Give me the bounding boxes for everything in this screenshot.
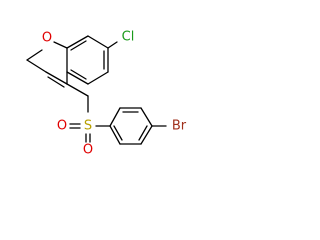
double-bond-inner (70, 40, 87, 51)
bond (26, 59, 47, 73)
pyran-ring (26, 41, 68, 88)
bond-to-chlorine (107, 41, 118, 49)
bromophenyl-ring (109, 107, 153, 145)
ring-oxygen-label: O (42, 31, 52, 46)
bond (87, 71, 109, 85)
bond (26, 49, 43, 61)
double-bond-inner (70, 69, 87, 80)
double-bond-inner (113, 125, 123, 141)
sulfur-label: S (84, 119, 92, 134)
bond (140, 125, 153, 145)
double-bond-inner (47, 76, 65, 88)
bond (45, 71, 68, 85)
bond (140, 107, 153, 127)
bond (66, 71, 89, 85)
sulfonyl-oxygen-bottom-label: O (83, 143, 93, 158)
bromine-label: Br (172, 119, 187, 134)
bond (53, 41, 68, 49)
bond-methylene (66, 83, 89, 97)
sulfonyl-oxygen-left-label: O (57, 119, 67, 134)
benzo-ring (66, 35, 109, 85)
bond (87, 35, 109, 49)
bond (109, 107, 121, 127)
bond (109, 125, 121, 145)
bond (66, 35, 89, 49)
double-bond-inner (138, 125, 148, 141)
molecule-structure-diagram: Cl O S O O Br (26, 30, 187, 158)
chlorine-label: Cl (122, 30, 135, 45)
